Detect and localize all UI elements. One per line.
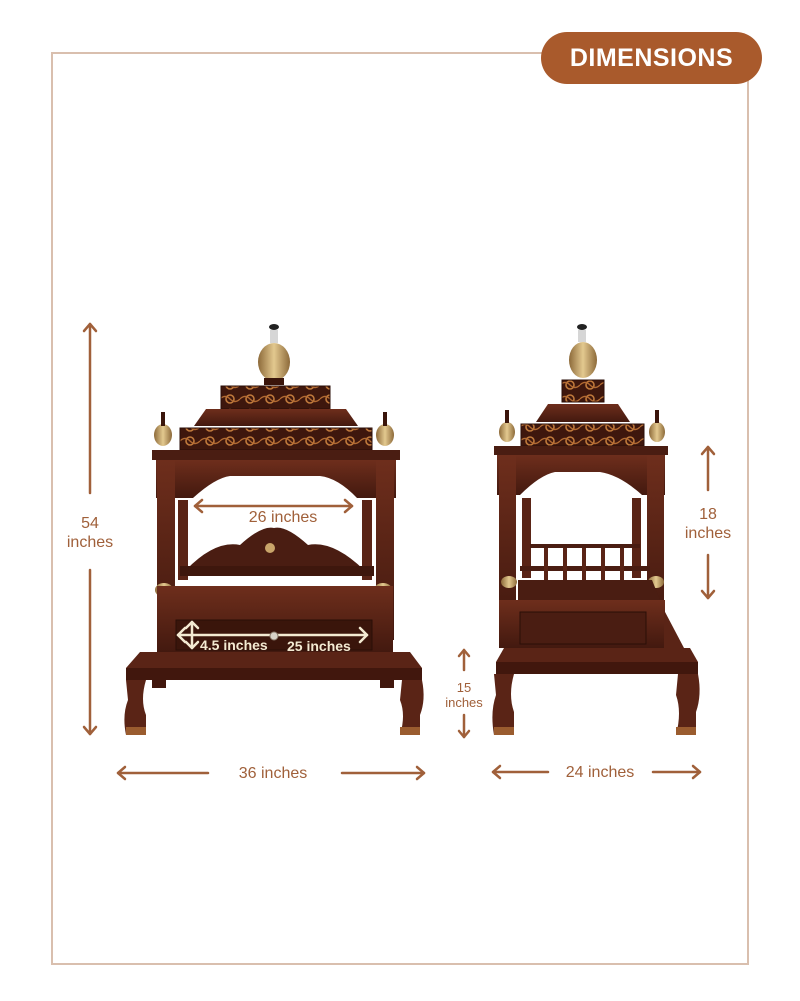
height-arrow-front (82, 322, 98, 736)
leg-height-unit: inches (445, 695, 483, 710)
front-width-label: 36 inches (238, 765, 308, 782)
leg-height-label: 15 inches (439, 680, 489, 710)
leg-height-arrow (457, 648, 471, 739)
canopy-height-label: 18 inches (678, 505, 738, 543)
inner-width-arrow (193, 498, 354, 514)
canopy-height-unit: inches (684, 525, 732, 542)
canopy-height-value: 18 (699, 506, 717, 523)
dimensions-badge: DIMENSIONS (541, 32, 762, 84)
leg-height-value: 15 (456, 680, 472, 695)
dimensions-frame (51, 52, 749, 965)
width-arrow-front (116, 765, 426, 781)
inner-width-label: 26 inches (248, 509, 318, 526)
front-view-temple (124, 324, 424, 735)
front-height-unit: inches (66, 534, 114, 551)
front-height-label: 54 inches (60, 514, 120, 552)
side-depth-label: 24 inches (565, 764, 635, 781)
side-view-temple (492, 324, 700, 735)
canopy-height-arrow (700, 445, 716, 600)
depth-arrow-side (491, 764, 702, 780)
front-height-value: 54 (81, 515, 99, 532)
drawer-width-label: 25 inches (287, 638, 351, 654)
drawer-height-label: 4.5 inches (200, 637, 268, 653)
